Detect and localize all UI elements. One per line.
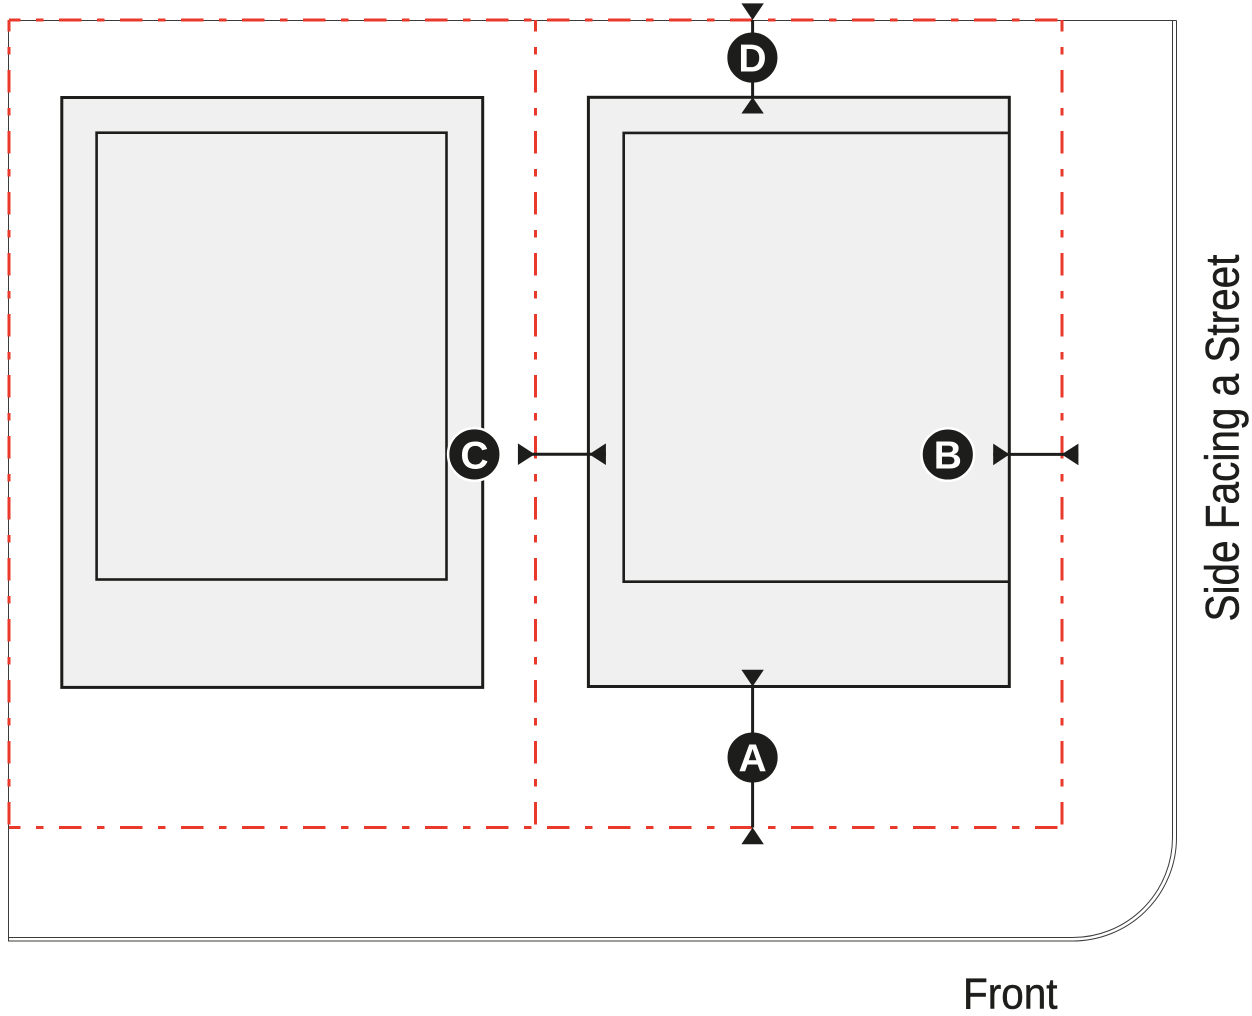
svg-text:D: D — [738, 38, 766, 81]
svg-text:A: A — [739, 738, 767, 781]
svg-text:Front: Front — [963, 969, 1058, 1016]
svg-text:B: B — [934, 435, 962, 478]
svg-text:C: C — [460, 434, 488, 477]
svg-text:Side Facing a Street: Side Facing a Street — [1197, 255, 1249, 622]
